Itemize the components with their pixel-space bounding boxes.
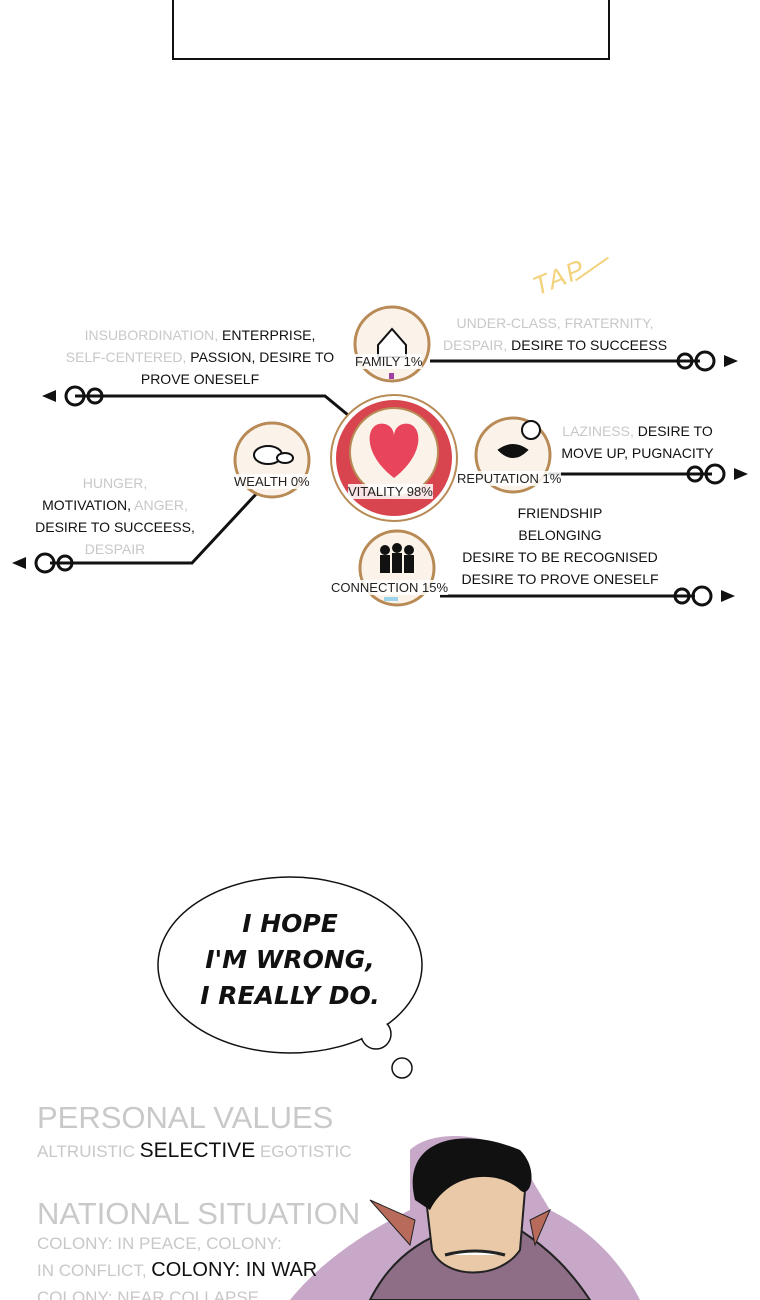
wealth-label: WEALTH 0%: [234, 474, 310, 489]
character-illustration: [290, 1136, 640, 1300]
branch-family-text: UNDER-CLASS, FRATERNITY, DESPAIR, DESIRE…: [442, 315, 668, 353]
bubble-text: I HOPE I'M WRONG, I REALLY DO.: [200, 909, 380, 1010]
branch-reputation-text: LAZINESS, DESIRE TO MOVE UP, PUGNACITY: [561, 423, 714, 461]
reputation-label: REPUTATION 1%: [457, 471, 562, 486]
top-panel-frame: [172, 0, 610, 60]
family-label: FAMILY 1%: [355, 354, 423, 369]
thought-bubble: [157, 876, 423, 1079]
people-icon: [380, 543, 414, 573]
national-situation-title: NATIONAL SITUATION: [37, 1196, 361, 1231]
national-situation-options: COLONY: IN PEACE, COLONY: IN CONFLICT, C…: [37, 1234, 318, 1300]
personal-values-options: ALTRUISTIC SELECTIVE EGOTISTIC: [37, 1139, 352, 1162]
vitality-node: [330, 394, 458, 522]
speech-icon: [521, 420, 541, 440]
branch-wealth-text: HUNGER, MOTIVATION, ANGER, DESIRE TO SUC…: [35, 475, 195, 557]
connection-fill-indicator: [384, 597, 398, 601]
vitality-label: VITALITY 98%: [348, 484, 433, 499]
lips-icon: [497, 444, 529, 458]
heart-icon: [369, 423, 419, 478]
personal-values-title: PERSONAL VALUES: [37, 1100, 334, 1135]
branch-vitality-text: INSUBORDINATION, ENTERPRISE, SELF-CENTER…: [65, 327, 335, 387]
family-fill-indicator: [389, 373, 394, 379]
ornament-arrows: [12, 350, 748, 607]
branch-connection-text: FRIENDSHIP BELONGING DESIRE TO BE RECOGN…: [461, 505, 659, 587]
connection-label: CONNECTION 15%: [331, 580, 449, 595]
